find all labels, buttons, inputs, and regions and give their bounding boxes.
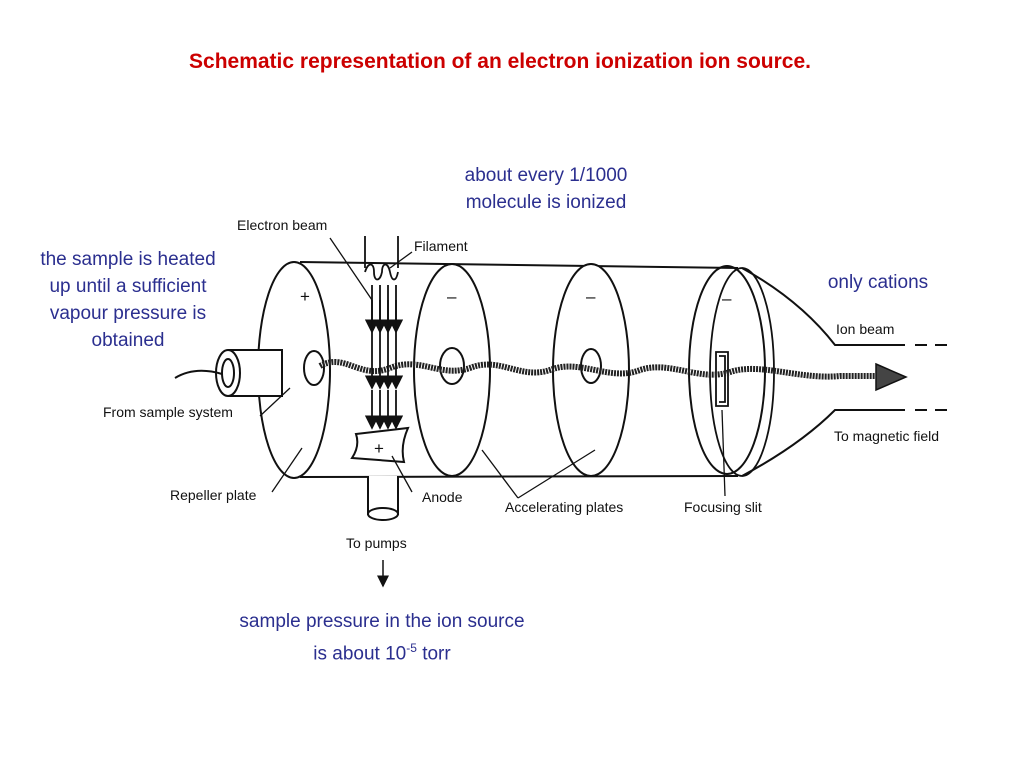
slide-title: Schematic representation of an electron …	[189, 50, 811, 73]
sign-repeller-plus: +	[300, 287, 310, 306]
sample-inlet-tube	[174, 349, 283, 397]
label-focusing-slit: Focusing slit	[684, 499, 762, 515]
note-pressure-line-1: sample pressure in the ion source	[239, 611, 525, 632]
sign-plate-2-minus: –	[586, 287, 596, 306]
label-ion-beam: Ion beam	[836, 321, 894, 337]
note-heated-line-3: vapour pressure is	[49, 303, 207, 324]
label-from-sample-system: From sample system	[103, 404, 233, 420]
sign-anode-plus: +	[374, 439, 384, 458]
pump-outlet	[367, 476, 399, 521]
filament-coil	[364, 236, 399, 281]
note-sample-heated: the sample is heated up until a sufficie…	[10, 246, 246, 354]
note-sample-pressure: sample pressure in the ion source is abo…	[196, 608, 568, 667]
pressure-exponent: -5	[406, 641, 417, 655]
sign-plate-3-minus: –	[722, 289, 732, 308]
label-to-pumps: To pumps	[346, 535, 407, 551]
label-electron-beam: Electron beam	[237, 217, 327, 233]
sign-plate-1-minus: –	[447, 287, 457, 306]
label-accelerating-plates: Accelerating plates	[505, 499, 623, 515]
anode-plate	[350, 426, 410, 464]
pressure-prefix: is about 10	[313, 643, 407, 665]
electron-beam-arrows	[364, 285, 404, 430]
label-anode: Anode	[422, 489, 463, 505]
ion-beam-path	[318, 358, 880, 380]
label-repeller-plate: Repeller plate	[170, 487, 257, 503]
note-pressure-line-2: is about 10-5 torr	[196, 635, 568, 667]
note-ionized-line-2: molecule is ionized	[465, 192, 627, 213]
note-heated-line-2: up until a sufficient	[49, 276, 207, 297]
pressure-unit: torr	[416, 643, 451, 665]
leader-lines	[259, 237, 726, 499]
note-heated-line-4: obtained	[91, 330, 165, 351]
note-heated-line-1: the sample is heated	[40, 249, 216, 270]
ion-beam-arrowhead	[875, 362, 908, 392]
label-filament: Filament	[414, 238, 468, 254]
note-ionized: about every 1/1000 molecule is ionized	[426, 162, 666, 216]
note-only-cations: only cations	[827, 272, 929, 293]
label-to-magnetic-field: To magnetic field	[834, 428, 939, 444]
exit-cone	[741, 267, 955, 477]
focusing-slit	[715, 351, 729, 407]
repeller-hole	[303, 350, 325, 386]
note-ionized-line-1: about every 1/1000	[464, 165, 628, 186]
cylinder-body	[257, 261, 775, 479]
